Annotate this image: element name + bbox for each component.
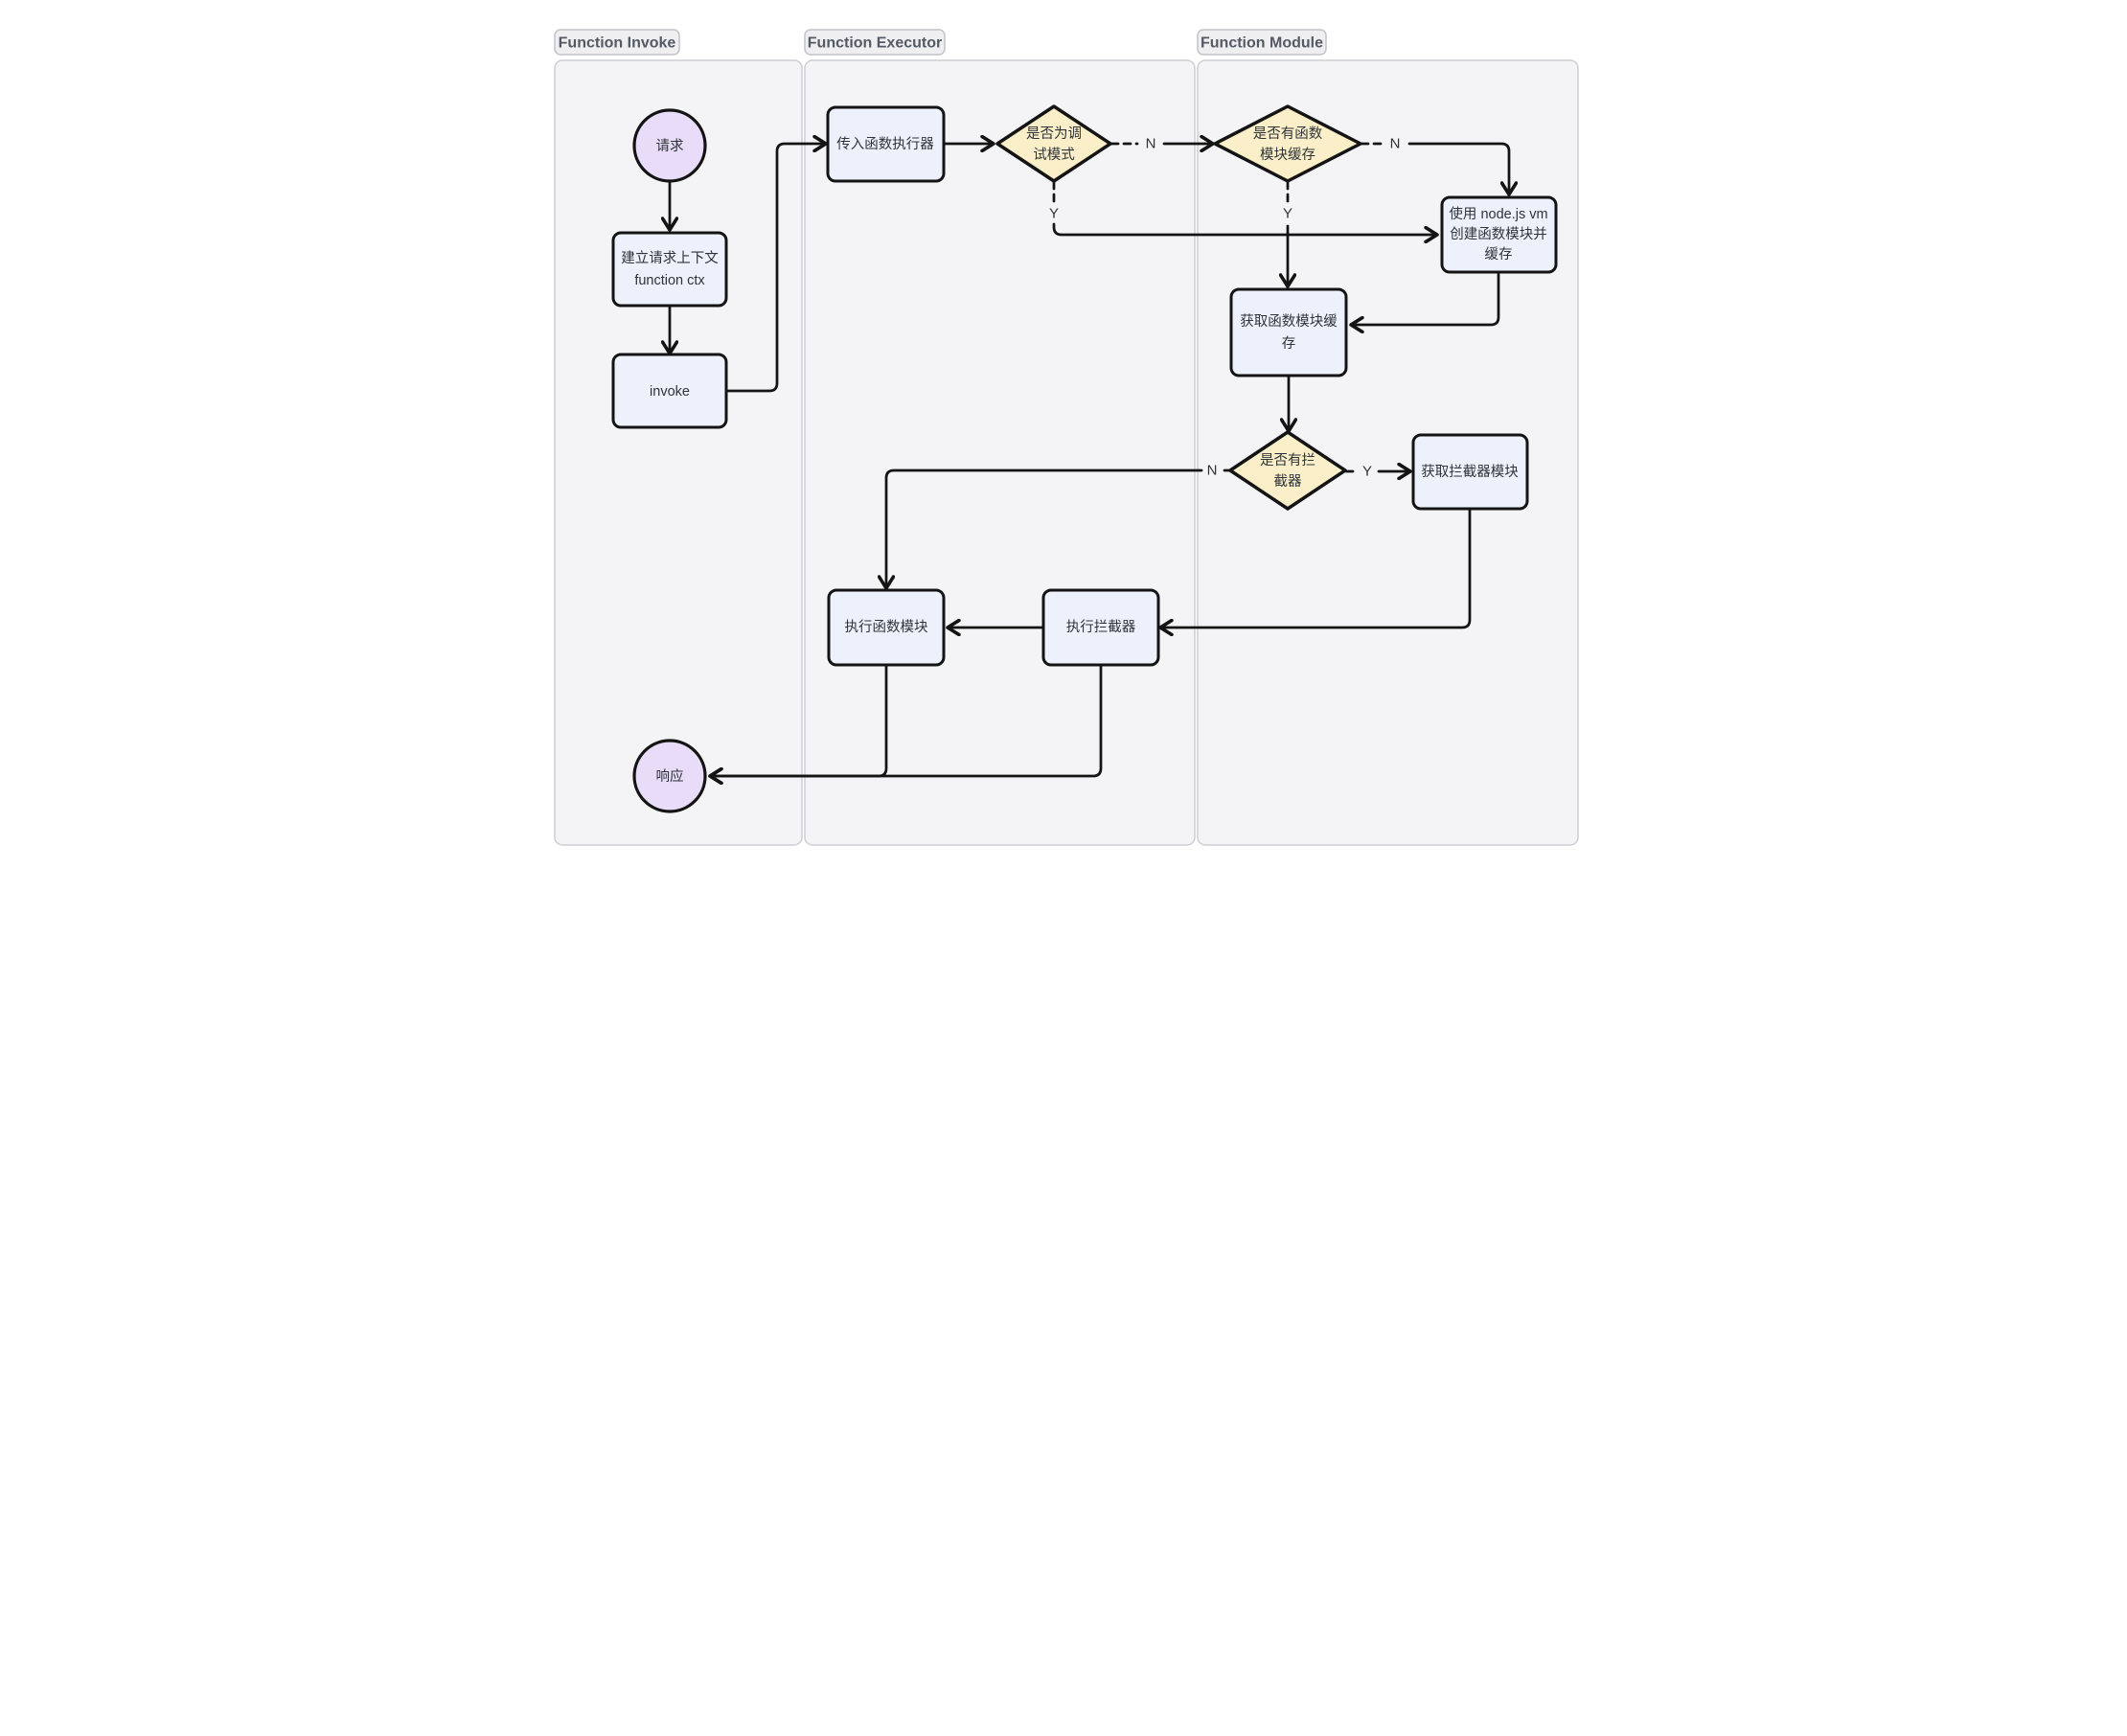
node-create-vm: 使用 node.js vm 创建函数模块并 缓存 <box>1440 195 1558 274</box>
is-debug-label-line2: 试模式 <box>1033 147 1075 163</box>
node-get-interceptor: 获取拦截器模块 <box>1411 433 1529 511</box>
has-module-cache-diamond <box>1213 104 1362 183</box>
lane-badge-label: Function Executor <box>808 35 942 52</box>
get-interceptor-label: 获取拦截器模块 <box>1421 464 1519 480</box>
pass-executor-label: 传入函数执行器 <box>836 136 934 152</box>
flowchart-diagram: Function Invoke Function Executor Functi… <box>532 0 1595 868</box>
node-has-interceptor: 是否有拦 截器 <box>1228 430 1347 511</box>
node-response: 响应 <box>632 739 707 813</box>
invoke-label: invoke <box>650 384 690 400</box>
response-label: 响应 <box>656 767 684 785</box>
pass-executor-box <box>826 105 946 183</box>
create-vm-label-line2: 创建函数模块并 <box>1450 226 1547 242</box>
exec-interceptor-label: 执行拦截器 <box>1066 619 1136 635</box>
flowchart-canvas: Function Invoke Function Executor Functi… <box>554 29 1579 846</box>
edge-label-debug-yes: Y <box>1049 206 1059 222</box>
node-get-module-cache: 获取函数模块缓 存 <box>1229 287 1348 377</box>
edge-labels: N Y N Y N Y <box>1049 136 1400 480</box>
create-vm-label-line3: 缓存 <box>1485 246 1513 263</box>
response-circle <box>632 739 707 813</box>
lane-badge <box>1197 29 1327 56</box>
node-is-debug: 是否为调 试模式 <box>995 104 1112 183</box>
lane-badge <box>804 29 946 56</box>
node-has-module-cache: 是否有函数 模块缓存 <box>1213 104 1362 183</box>
exec-interceptor-box <box>1041 588 1160 667</box>
edge-exec-module-to-response <box>713 663 888 776</box>
has-interceptor-label-line1: 是否有拦 <box>1260 452 1315 468</box>
edges <box>670 144 1509 776</box>
edge-label-interceptor-yes: Y <box>1362 464 1372 480</box>
nodes: 请求 建立请求上下文 function ctx invoke 传入函数执行器 是… <box>611 104 1558 813</box>
edge-has-cache-n-to-create-vm <box>1407 142 1509 192</box>
node-request: 请求 <box>632 108 707 183</box>
lane-badge <box>554 29 680 56</box>
has-interceptor-label-line2: 截器 <box>1274 473 1302 490</box>
get-module-cache-box <box>1229 287 1348 377</box>
build-ctx-label-line2: function ctx <box>634 273 705 288</box>
lane-badge-label: Function Module <box>1201 35 1323 52</box>
get-module-cache-label-line2: 存 <box>1282 335 1296 352</box>
edge-label-interceptor-no: N <box>1207 463 1218 479</box>
has-interceptor-diamond <box>1228 430 1347 511</box>
is-debug-diamond <box>995 104 1112 183</box>
node-invoke: invoke <box>611 353 728 429</box>
is-debug-label-line1: 是否为调 <box>1026 126 1082 142</box>
node-exec-interceptor: 执行拦截器 <box>1041 588 1160 667</box>
exec-module-label: 执行函数模块 <box>845 619 928 635</box>
has-module-cache-label-line1: 是否有函数 <box>1253 126 1323 142</box>
invoke-box <box>611 353 728 429</box>
build-ctx-box <box>611 231 728 308</box>
edge-has-interceptor-n-to-exec-module <box>886 468 1203 585</box>
edge-create-vm-to-get-cache <box>1354 271 1500 325</box>
lane-label-function-executor: Function Executor <box>804 29 946 56</box>
request-label: 请求 <box>656 138 684 154</box>
exec-module-box <box>827 588 946 667</box>
node-exec-module: 执行函数模块 <box>827 588 946 667</box>
edge-get-interceptor-to-exec-interceptor <box>1163 508 1472 628</box>
node-pass-executor: 传入函数执行器 <box>826 105 946 183</box>
create-vm-label-line1: 使用 node.js vm <box>1449 206 1547 222</box>
edge-label-debug-no: N <box>1146 136 1156 152</box>
edge-invoke-to-pass-executor <box>724 144 823 393</box>
request-circle <box>632 108 707 183</box>
lane-label-function-invoke: Function Invoke <box>554 29 680 56</box>
has-module-cache-label-line2: 模块缓存 <box>1260 147 1315 163</box>
edge-is-debug-y-to-create-vm <box>1052 222 1434 235</box>
build-ctx-label-line1: 建立请求上下文 <box>621 250 719 266</box>
lane-badge-label: Function Invoke <box>559 35 676 52</box>
edge-label-cache-yes: Y <box>1283 206 1292 222</box>
get-interceptor-box <box>1411 433 1529 511</box>
create-vm-box <box>1440 195 1558 274</box>
get-module-cache-label-line1: 获取函数模块缓 <box>1240 313 1338 330</box>
node-build-ctx: 建立请求上下文 function ctx <box>611 231 728 308</box>
edge-label-cache-no: N <box>1390 136 1401 152</box>
lane-label-function-module: Function Module <box>1197 29 1327 56</box>
edge-exec-interceptor-to-response <box>713 663 1103 776</box>
